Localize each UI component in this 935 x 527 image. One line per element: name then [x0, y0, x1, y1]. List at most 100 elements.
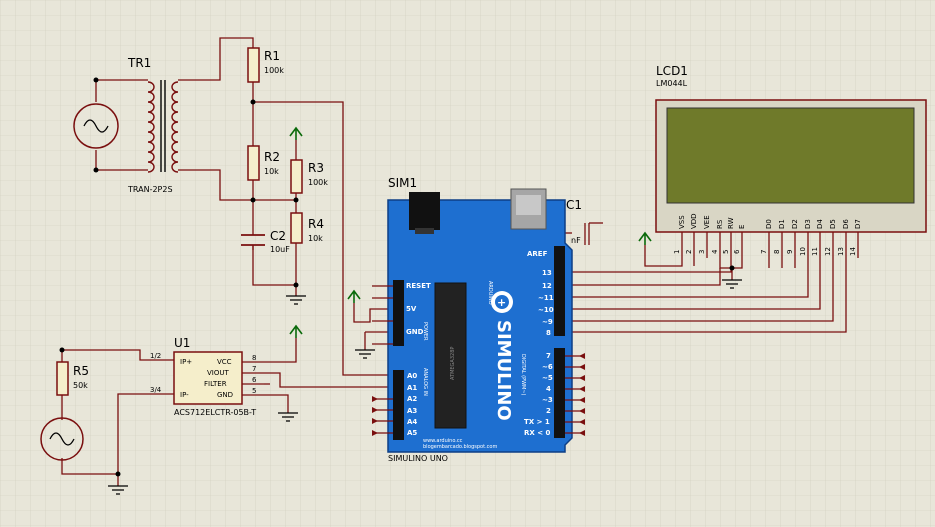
- dc-jack: [409, 192, 440, 230]
- svg-text:11: 11: [811, 247, 819, 256]
- svg-text:6: 6: [733, 249, 741, 254]
- ground-icon: [108, 485, 128, 495]
- ground-icon: [278, 412, 298, 422]
- resistor-r3[interactable]: R3 100k: [290, 159, 328, 194]
- r1-ref: R1: [264, 49, 280, 63]
- wires: [61, 37, 847, 486]
- capacitor-c2[interactable]: C2 10uF: [241, 229, 290, 254]
- ground-icon: [355, 349, 375, 359]
- lcd-pin-d4: D4: [816, 219, 824, 229]
- analog-header-label: ANALOG IN: [422, 368, 428, 396]
- digital-pin-3: ~3: [542, 396, 553, 404]
- brand-subtitle: ARDUINO: [487, 281, 493, 305]
- u1-pin-num-8: 8: [252, 354, 256, 362]
- c2-value: 10uF: [270, 245, 290, 254]
- lcd-screen: [666, 107, 915, 204]
- svg-text:+: +: [497, 296, 506, 309]
- svg-text:5: 5: [722, 250, 730, 254]
- u1-pin-num-1: 1/2: [150, 352, 161, 360]
- power-pin-5v: 5V: [406, 305, 417, 313]
- ground-icon: [722, 279, 742, 289]
- digital-pin-9: ~9: [542, 318, 553, 326]
- digital-pin-12: 12: [542, 282, 552, 290]
- lcd-value: LM044L: [656, 79, 688, 88]
- svg-text:4: 4: [711, 249, 719, 254]
- r5-ref: R5: [73, 364, 89, 378]
- analog-pin-a4: A4: [407, 418, 417, 426]
- transformer-secondary-coil: [171, 81, 179, 173]
- lcd-pin-d5: D5: [829, 219, 837, 229]
- digital-pin-rx: RX < 0: [524, 429, 551, 437]
- resistor-r1[interactable]: R1 100k: [247, 47, 284, 83]
- digital-pin-6: ~6: [542, 363, 553, 371]
- lcd-pin-d0: D0: [765, 219, 773, 229]
- lcd-pin-vdd: VDD: [690, 213, 698, 229]
- u1-pin-gnd: GND: [217, 391, 233, 399]
- digital-pin-13: 13: [542, 269, 552, 277]
- u1-pin-viout: VIOUT: [207, 369, 229, 377]
- junction-dots: [59, 77, 735, 477]
- transformer-tr1[interactable]: TR1 TRAN-2P2S: [127, 56, 186, 194]
- sim1-ref: SIM1: [388, 176, 417, 190]
- ac-source-1[interactable]: [73, 103, 119, 149]
- svg-text:14: 14: [849, 247, 857, 256]
- analog-pin-a3: A3: [407, 407, 417, 415]
- svg-text:9: 9: [786, 250, 794, 254]
- u1-pin-ip-minus: IP-: [180, 391, 189, 399]
- power-arrow-icon: [289, 324, 303, 338]
- digital-pin-7: 7: [546, 352, 551, 360]
- digital-pin-4: 4: [546, 385, 551, 393]
- u1-pin-num-3: 3/4: [150, 386, 162, 394]
- lcd-pin-d1: D1: [778, 219, 786, 229]
- lcd-pin-d7: D7: [854, 219, 862, 229]
- chip-label: ATMEGA328P: [450, 347, 456, 380]
- transformer-primary-coil: [147, 81, 155, 173]
- u1-pin-ip-plus: IP+: [180, 358, 192, 366]
- r2-ref: R2: [264, 150, 280, 164]
- svg-text:12: 12: [824, 247, 832, 256]
- lcd-pin-numbers: 1 2 3 4 5 6 7 8 9 10 11 12 13 14: [673, 247, 857, 256]
- analog-pin-leads: [372, 396, 393, 436]
- svg-text:2: 2: [685, 250, 693, 254]
- digital-pin-11: ~11: [538, 294, 554, 302]
- digital-pin-10: ~10: [538, 306, 554, 314]
- lcd-pin-d3: D3: [804, 219, 812, 229]
- resistor-r5[interactable]: R5 50k: [56, 361, 89, 396]
- digital-pin-leads: [565, 353, 585, 436]
- current-sensor-u1[interactable]: U1 IP+ IP- 1/2 3/4 VCC VIOUT FILTER GND …: [150, 336, 264, 417]
- c2-ref: C2: [270, 229, 286, 243]
- ac-source-2[interactable]: [40, 417, 84, 461]
- power-arrow-icon: [638, 231, 652, 245]
- digital-pin-5: ~5: [542, 374, 553, 382]
- analog-pin-a0: A0: [407, 372, 417, 380]
- lcd-pin-vss: VSS: [678, 215, 686, 229]
- lcd-pin-d2: D2: [791, 219, 799, 229]
- power-arrow-icon: [347, 289, 361, 303]
- board-outline: [387, 199, 573, 453]
- u1-pin-num-5: 5: [252, 387, 256, 395]
- u1-pin-vcc: VCC: [217, 358, 232, 366]
- power-symbols: [289, 126, 652, 338]
- arduino-board-sim1[interactable]: SIM1 ATMEGA328P + SIMULINO ARDUINO DIGIT…: [372, 176, 585, 463]
- svg-text:3: 3: [698, 250, 706, 254]
- digital-header-label: DIGITAL (PWM~): [520, 354, 526, 396]
- lcd-pin-labels: VSS VDD VEE RS RW E D0 D1 D2 D3 D4 D5 D6…: [678, 213, 862, 229]
- sine-wave-icon: [83, 119, 109, 133]
- svg-text:1: 1: [673, 250, 681, 254]
- lcd-pin-e: E: [738, 225, 746, 229]
- capacitor-c1[interactable]: C1 nF: [566, 198, 582, 245]
- digital-pin-tx: TX > 1: [524, 418, 550, 426]
- transformer-value: TRAN-2P2S: [127, 185, 173, 194]
- svg-text:7: 7: [760, 250, 768, 254]
- ground-icon: [286, 295, 306, 305]
- svg-text:13: 13: [837, 247, 845, 256]
- r4-value: 10k: [308, 234, 323, 243]
- resistor-r2[interactable]: R2 10k: [247, 145, 280, 181]
- lcd-pin-d6: D6: [842, 219, 850, 229]
- r4-ref: R4: [308, 217, 324, 231]
- ground-symbols: [108, 279, 742, 495]
- lcd-display-lcd1[interactable]: LCD1 LM044L VSS VDD VEE RS RW E D0 D1 D2…: [655, 64, 927, 258]
- power-header-label: POWER: [422, 322, 428, 341]
- r1-value: 100k: [264, 66, 284, 75]
- resistor-r4[interactable]: R4 10k: [290, 212, 324, 244]
